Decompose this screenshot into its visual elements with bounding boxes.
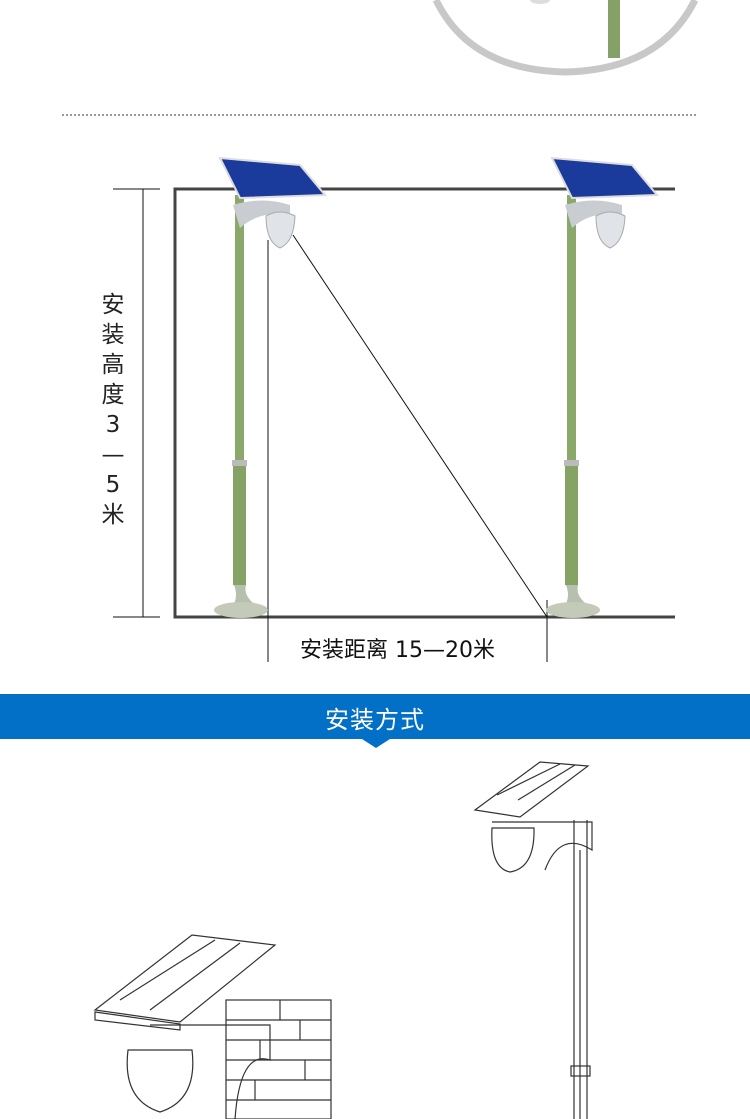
height-char: 米 (101, 502, 125, 528)
detail-magnifier-circle (432, 0, 699, 76)
height-char: 3 (105, 412, 121, 438)
installation-height-label: 安 装 高 度 3 — 5 米 (98, 290, 128, 530)
banner-pointer (362, 739, 390, 748)
solar-lamp-right (546, 156, 660, 618)
installation-distance-label: 安装距离 15—20米 (300, 638, 495, 663)
solar-lamp-left (214, 156, 328, 618)
pole-mount-drawing (473, 761, 593, 1119)
section-banner: 安装方式 (0, 694, 750, 739)
height-char: 安 (101, 292, 125, 318)
height-char: 装 (101, 322, 125, 348)
height-char: 高 (101, 352, 125, 378)
installation-frame (113, 187, 675, 662)
section-title: 安装方式 (325, 706, 425, 734)
height-char: 度 (101, 382, 125, 408)
wall-mount-drawing (93, 934, 332, 1119)
height-char: — (101, 442, 125, 468)
height-char: 5 (105, 472, 121, 498)
